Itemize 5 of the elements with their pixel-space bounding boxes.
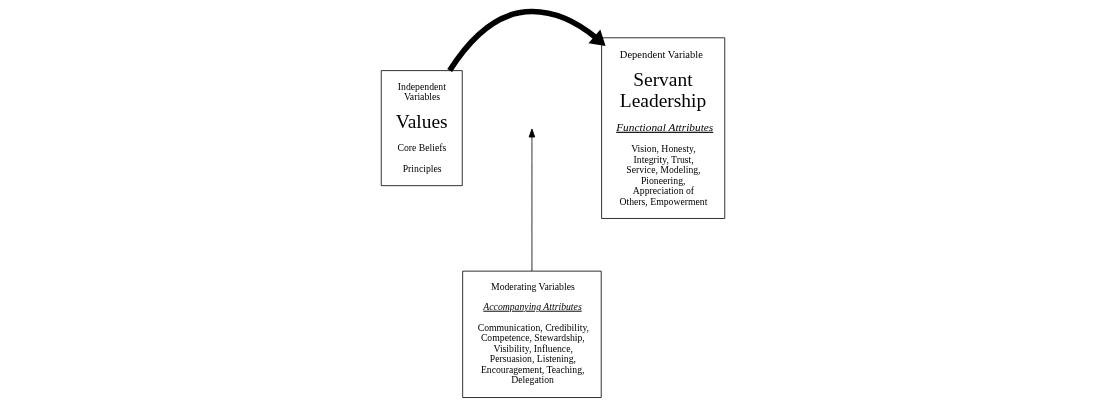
arrow <box>447 8 606 73</box>
node-box: Moderating Variables Accompanying Attributes Communication, Credibility, Competence, Stewardship, Visibility, Influence, Persuasion, Listening, Encouragement, Teaching, Delegation <box>462 270 602 398</box>
node-box: Dependent Variable Servant Leadership Functional Attributes Vision, Honesty, Integrity, Trust, Service, Modeling, Pioneering, Appreciation of Others, Empowerment <box>601 37 726 219</box>
arrow <box>528 128 536 272</box>
node-box: Independent Variables Values Core Beliefs Principles <box>380 70 463 187</box>
